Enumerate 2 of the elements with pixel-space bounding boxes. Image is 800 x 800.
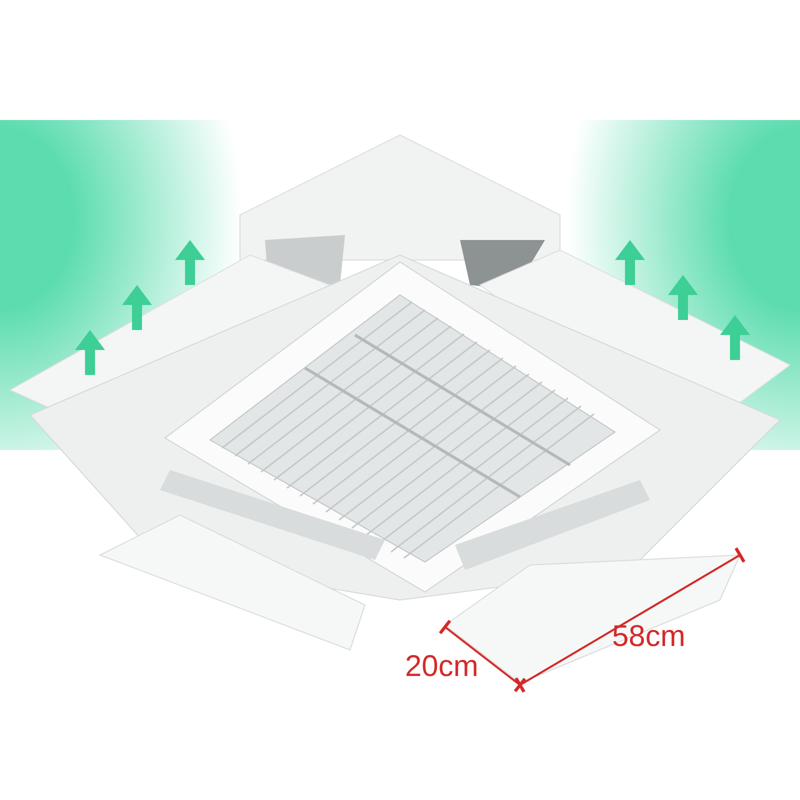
dimension-label: 20cm (405, 650, 478, 684)
dimension-label: 58cm (612, 620, 686, 654)
